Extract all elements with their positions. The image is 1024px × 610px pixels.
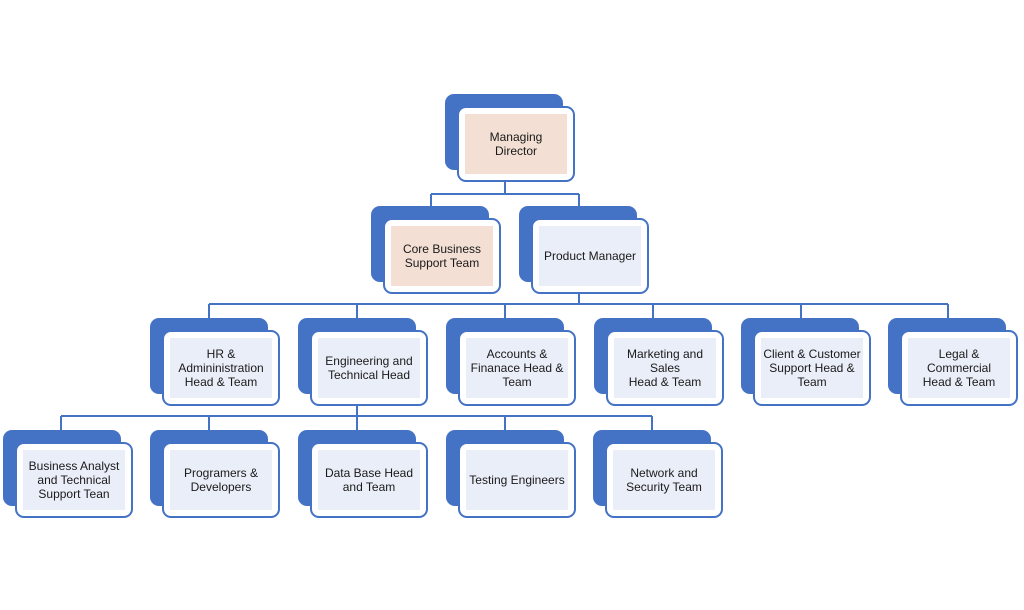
node-label: Network and Security Team — [613, 450, 715, 510]
node-label: Programers & Developers — [170, 450, 272, 510]
node-label: Legal & Commercial Head & Team — [908, 338, 1010, 398]
node-label: Business Analyst and Technical Support T… — [23, 450, 125, 510]
node-label: Marketing and Sales Head & Team — [614, 338, 716, 398]
node-label: Data Base Head and Team — [318, 450, 420, 510]
node-label: Managing Director — [465, 114, 567, 174]
connector-md-to-level2 — [430, 182, 580, 206]
node-label: Accounts & Finanace Head & Team — [466, 338, 568, 398]
connector-eng-to-level4 — [60, 406, 653, 430]
node-label: HR & Admininistration Head & Team — [170, 338, 272, 398]
node-label: Product Manager — [539, 226, 641, 286]
node-label: Testing Engineers — [466, 450, 568, 510]
node-label: Client & Customer Support Head & Team — [761, 338, 863, 398]
node-label: Core Business Support Team — [391, 226, 493, 286]
node-label: Engineering and Technical Head — [318, 338, 420, 398]
connector-pm-to-level3 — [208, 294, 949, 318]
